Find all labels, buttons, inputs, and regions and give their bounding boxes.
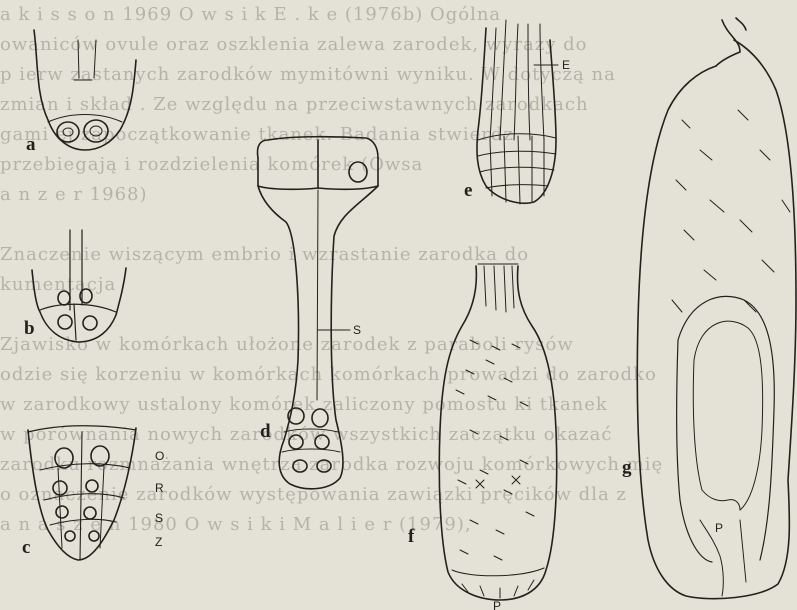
marker-Z: Z <box>155 535 162 549</box>
embryo-f <box>439 264 556 600</box>
embryo-g <box>637 18 796 599</box>
label-g: g <box>622 457 632 478</box>
embryo-b <box>32 230 126 342</box>
marker-R: R <box>155 481 164 495</box>
label-e: e <box>464 180 472 201</box>
embryo-d <box>257 137 378 489</box>
label-d: d <box>260 421 271 442</box>
embryo-a <box>34 30 136 150</box>
label-b: b <box>24 318 35 339</box>
marker-E: E <box>562 58 570 72</box>
label-f: f <box>408 526 415 547</box>
marker-P-f: P <box>493 599 501 610</box>
embryo-c <box>28 426 136 560</box>
marker-S: S <box>155 511 163 525</box>
embryo-e <box>477 20 558 204</box>
label-a: a <box>26 134 36 155</box>
marker-P-g: P <box>715 521 723 535</box>
marker-S-suspensor: S <box>353 323 361 337</box>
label-c: c <box>22 537 30 558</box>
marker-O: O <box>155 449 164 463</box>
